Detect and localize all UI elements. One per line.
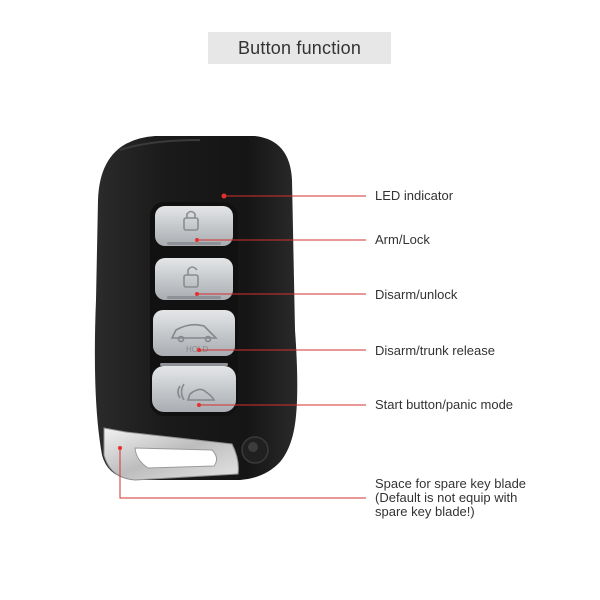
lock-button[interactable] (155, 206, 233, 246)
callout-dots (118, 238, 201, 450)
label-spare-blade-line2: (Default is not equip with (375, 490, 518, 505)
label-spare-blade: Space for spare key blade (Default is no… (375, 477, 526, 519)
label-spare-blade-line1: Space for spare key blade (375, 476, 527, 491)
label-start-panic: Start button/panic mode (375, 397, 514, 412)
trunk-button[interactable]: HOLD (153, 310, 235, 356)
label-disarm-unlock: Disarm/unlock (375, 287, 458, 302)
page-title: Button function (208, 32, 391, 64)
label-spare-blade-line3: spare key blade!) (375, 504, 475, 519)
padlock-closed-icon (183, 210, 199, 231)
label-led-indicator: LED indicator (375, 188, 454, 203)
start-panic-button[interactable] (152, 363, 236, 412)
unlock-button[interactable] (155, 258, 233, 300)
label-trunk-release: Disarm/trunk release (375, 343, 495, 358)
callout-blade (119, 448, 366, 499)
label-arm-lock: Arm/Lock (375, 232, 430, 247)
remote-start-icon (177, 383, 216, 401)
padlock-open-icon (183, 266, 199, 288)
callout-lines (119, 195, 366, 499)
car-trunk-icon (170, 323, 218, 343)
